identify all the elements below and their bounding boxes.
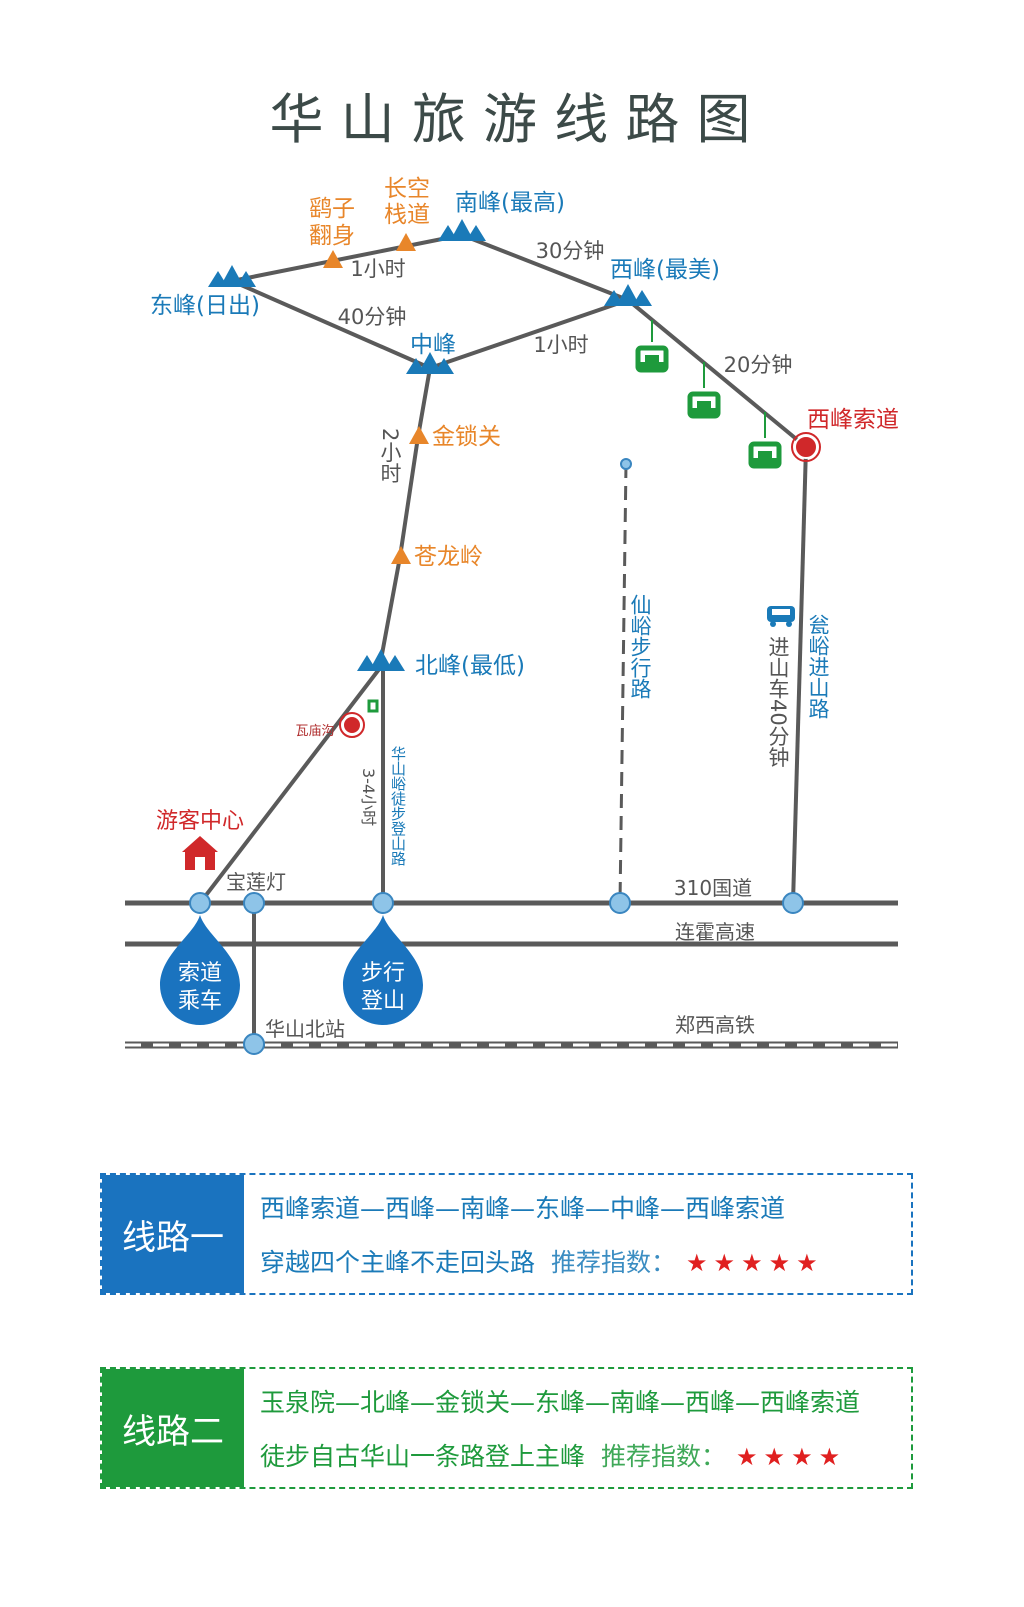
- route-name: 线路一: [102, 1175, 244, 1293]
- changkong-marker-icon: [396, 233, 416, 251]
- route-name: 线路二: [102, 1369, 244, 1487]
- south-peak-label: 南峰(最高): [455, 190, 565, 216]
- score-label: 推荐指数：: [551, 1248, 677, 1277]
- junction-dot: [243, 892, 265, 914]
- west-peak-icon: [604, 284, 652, 306]
- cableway-label: 西峰索道: [807, 407, 899, 433]
- drop-label: 登山: [361, 989, 405, 1014]
- yaozi-marker-icon: [323, 250, 343, 268]
- yaozi-label: 鹞子: [309, 196, 355, 222]
- road-310-label: 310国道: [674, 876, 752, 900]
- junction-dot: [372, 892, 394, 914]
- wamiaogou-label: 瓦庙沟: [295, 724, 334, 739]
- route-desc: 穿越四个主峰不走回头路: [260, 1248, 536, 1277]
- yaozi-label-2: 翻身: [309, 223, 355, 249]
- changkong-label: 长空: [384, 176, 430, 202]
- trails: [198, 233, 808, 1044]
- route-card-2: 线路二 玉泉院—北峰—金锁关—东峰—南峰—西峰—西峰索道 徒步自古华山一条路登上…: [100, 1367, 913, 1489]
- junction-dot: [189, 892, 211, 914]
- time-south-west: 30分钟: [536, 239, 605, 263]
- rating-stars: ★★★★: [736, 1443, 847, 1471]
- house-icon: [182, 836, 218, 870]
- xianyu-start-dot: [620, 458, 632, 470]
- route-card-1: 线路一 西峰索道—西峰—南峰—东峰—中峰—西峰索道 穿越四个主峰不走回头路推荐指…: [100, 1173, 913, 1295]
- time-east-south: 1小时: [350, 257, 405, 281]
- cable-car-icon: [690, 394, 718, 416]
- road-lianhuo-label: 连霍高速: [675, 920, 755, 944]
- west-peak-label: 西峰(最美): [610, 257, 720, 283]
- visitor-center-label: 游客中心: [156, 809, 244, 834]
- time-east-middle: 40分钟: [338, 305, 407, 329]
- east-peak-icon: [208, 265, 256, 287]
- baoliandeng-label: 宝莲灯: [226, 870, 286, 894]
- route-map: 华 山 旅 游 线 路 图 东峰(日出) 南峰(最高) 西峰(最美) 中峰 北峰…: [125, 88, 899, 1055]
- score-label: 推荐指数：: [601, 1442, 727, 1471]
- wamiaogou-station-icon: [342, 715, 362, 735]
- drop-label: 步行: [361, 961, 405, 986]
- route-path: 玉泉院—北峰—金锁关—东峰—南峰—西峰—西峰索道: [260, 1388, 861, 1417]
- bus-icon: [767, 606, 795, 627]
- cable-car-icon: [751, 444, 779, 466]
- canglongling-label: 苍龙岭: [414, 544, 483, 570]
- cableway-station-icon: [794, 435, 818, 459]
- map-title: 华 山 旅 游 线 路 图: [270, 88, 751, 151]
- time-north-trail: 3-4小时: [359, 768, 378, 826]
- small-cable-car-icon: [367, 699, 379, 713]
- car-time-label: 进山车40分钟: [766, 636, 790, 768]
- station-label: 华山北站: [265, 1017, 345, 1041]
- time-middle-west: 1小时: [533, 333, 588, 357]
- huashanyu-path-label: 华山峪徒步登山路: [389, 746, 407, 866]
- rating-stars: ★★★★★: [686, 1249, 824, 1277]
- cable-drop-marker: [160, 915, 240, 1025]
- junction-dot: [243, 1033, 265, 1055]
- north-peak-icon: [357, 649, 405, 671]
- route-path: 西峰索道—西峰—南峰—东峰—中峰—西峰索道: [260, 1194, 786, 1223]
- north-peak-label: 北峰(最低): [415, 653, 525, 679]
- east-peak-label: 东峰(日出): [150, 293, 260, 319]
- drop-label: 乘车: [178, 989, 222, 1014]
- walk-drop-marker: [343, 915, 423, 1025]
- changkong-label-2: 栈道: [384, 202, 430, 228]
- junction-dot: [782, 892, 804, 914]
- xianyu-path-label: 仙峪步行路: [628, 594, 652, 699]
- drop-label: 索道: [178, 961, 222, 986]
- canglongling-marker-icon: [391, 546, 411, 564]
- wengyu-path-label: 瓮峪进山路: [806, 614, 830, 719]
- time-middle-north: 2小时: [378, 428, 402, 484]
- jinsuoguan-label: 金锁关: [432, 424, 501, 450]
- route-desc: 徒步自古华山一条路登上主峰: [260, 1442, 586, 1471]
- junction-dot: [609, 892, 631, 914]
- cable-car-icon: [638, 348, 666, 370]
- south-peak-icon: [438, 219, 486, 241]
- time-west-cable: 20分钟: [724, 353, 793, 377]
- middle-peak-label: 中峰: [410, 332, 456, 358]
- railway-label: 郑西高铁: [675, 1013, 755, 1037]
- jinsuoguan-marker-icon: [409, 426, 429, 444]
